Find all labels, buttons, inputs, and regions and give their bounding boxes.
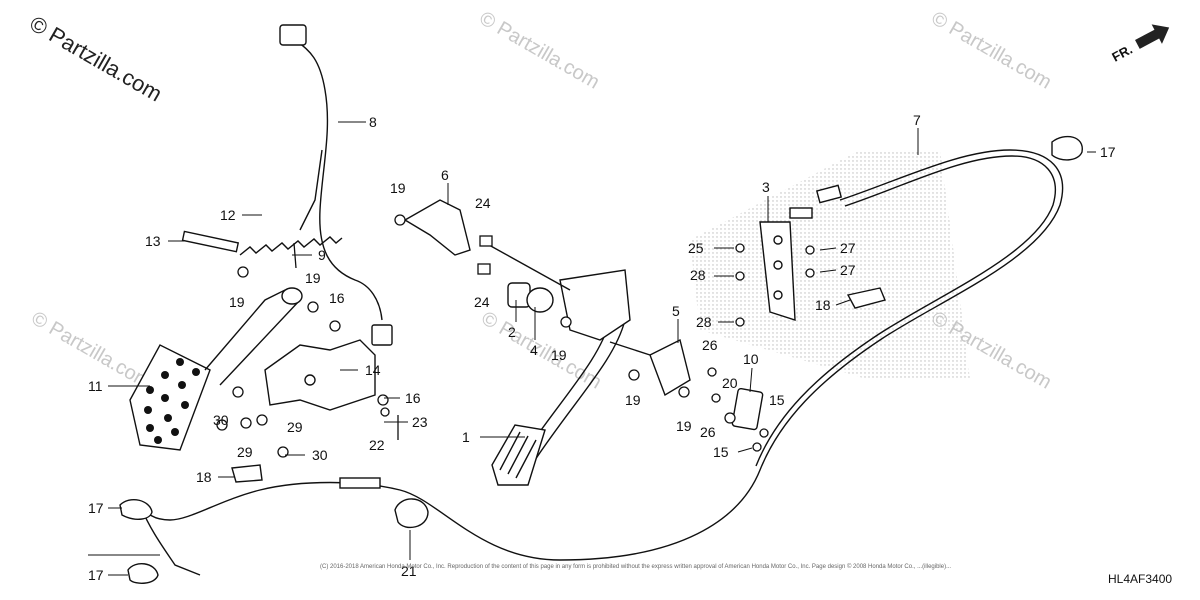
return-spring <box>239 236 343 256</box>
callout-19a: 19 <box>390 180 406 196</box>
cable-end-fitting <box>815 184 843 204</box>
callout-5: 5 <box>672 303 680 319</box>
callout-16b: 16 <box>405 390 421 406</box>
band-clamp <box>394 498 429 529</box>
throttle-sensor <box>731 387 764 431</box>
callout-21: 21 <box>401 563 417 579</box>
callout-14: 14 <box>365 362 381 378</box>
torsion-spring <box>526 287 554 313</box>
callout-labels: 1 2 3 4 5 6 7 8 9 10 11 12 13 14 15 15 1… <box>88 112 1116 583</box>
callout-13: 13 <box>145 233 161 249</box>
callout-15b: 15 <box>713 444 729 460</box>
cable-clamp <box>1051 135 1083 161</box>
throttle-cable-outer <box>755 155 1056 467</box>
cable-clip <box>231 464 263 483</box>
callout-24b: 24 <box>474 294 490 310</box>
cable-clamp <box>119 498 153 520</box>
leader-lines <box>108 121 1096 576</box>
callout-10: 10 <box>743 351 759 367</box>
callout-8: 8 <box>369 114 377 130</box>
collar <box>507 282 531 308</box>
callout-18a: 18 <box>196 469 212 485</box>
cable-clip <box>846 287 886 309</box>
main-pedal-bracket <box>559 269 631 341</box>
callout-1: 1 <box>462 429 470 445</box>
callout-6: 6 <box>441 167 449 183</box>
callout-28a: 28 <box>690 267 706 283</box>
callout-19c: 19 <box>305 270 321 286</box>
callout-2: 2 <box>508 324 516 340</box>
callout-16a: 16 <box>329 290 345 306</box>
callout-3: 3 <box>762 179 770 195</box>
cable-sleeve <box>339 477 381 489</box>
sensor-harness <box>294 39 383 321</box>
watermark: © Partzilla.com <box>476 7 604 93</box>
callout-17a: 17 <box>1100 144 1116 160</box>
front-direction-arrow-icon: FR. <box>1109 24 1170 65</box>
callout-11: 11 <box>88 378 103 394</box>
throttle-cable <box>139 149 1064 561</box>
callout-29a: 29 <box>237 444 253 460</box>
callout-7: 7 <box>913 112 921 128</box>
callout-25: 25 <box>688 240 704 256</box>
callout-24a: 24 <box>475 195 491 211</box>
pedal-boss <box>281 287 303 305</box>
mounting-bracket <box>264 339 376 411</box>
pivot-pin <box>181 230 240 253</box>
stay-plate <box>759 221 796 321</box>
bracket-hole <box>304 374 316 386</box>
callout-4: 4 <box>530 342 538 358</box>
callout-28b: 28 <box>696 314 712 330</box>
connector-top <box>279 24 307 46</box>
callout-12: 12 <box>220 207 236 223</box>
sensor-arm <box>649 338 691 397</box>
callout-20: 20 <box>722 375 738 391</box>
fasteners <box>216 214 815 458</box>
callout-22: 22 <box>369 437 385 453</box>
watermark: © Partzilla.com <box>928 7 1056 93</box>
pedal-link-rod <box>479 239 571 291</box>
callout-26a: 26 <box>702 337 718 353</box>
cable-end-fitting <box>789 207 813 219</box>
sensor-shaft <box>609 341 651 356</box>
callout-26b: 26 <box>700 424 716 440</box>
left-pedal-pad <box>129 344 211 451</box>
cable-holder <box>403 199 471 256</box>
callout-17b: 17 <box>88 500 104 516</box>
callout-18b: 18 <box>815 297 831 313</box>
main-pedal-pad-ribs <box>499 431 537 479</box>
callout-17c: 17 <box>88 567 104 583</box>
sensor-harness-branch <box>299 149 323 231</box>
callout-27a: 27 <box>840 240 856 256</box>
cable-clamp <box>127 563 159 584</box>
pedal-pad-holes <box>144 358 200 444</box>
watermark-main: © Partzilla.com <box>26 11 167 107</box>
stipple-background <box>690 150 970 380</box>
callout-27b: 27 <box>840 262 856 278</box>
callout-19b: 19 <box>229 294 245 310</box>
callout-29b: 29 <box>287 419 303 435</box>
callout-15a: 15 <box>769 392 785 408</box>
callout-9: 9 <box>318 247 326 263</box>
front-direction-label: FR. <box>1109 42 1135 65</box>
diagram-code: HL4AF3400 <box>1108 572 1172 586</box>
callout-30b: 30 <box>312 447 328 463</box>
callout-30a: 30 <box>213 412 229 428</box>
connector-bottom <box>371 324 393 346</box>
callout-19d: 19 <box>551 347 567 363</box>
callout-19e: 19 <box>625 392 641 408</box>
copyright-notice: (C) 2016-2018 American Honda Motor Co., … <box>320 563 951 570</box>
callout-23: 23 <box>412 414 428 430</box>
callout-19f: 19 <box>676 418 692 434</box>
